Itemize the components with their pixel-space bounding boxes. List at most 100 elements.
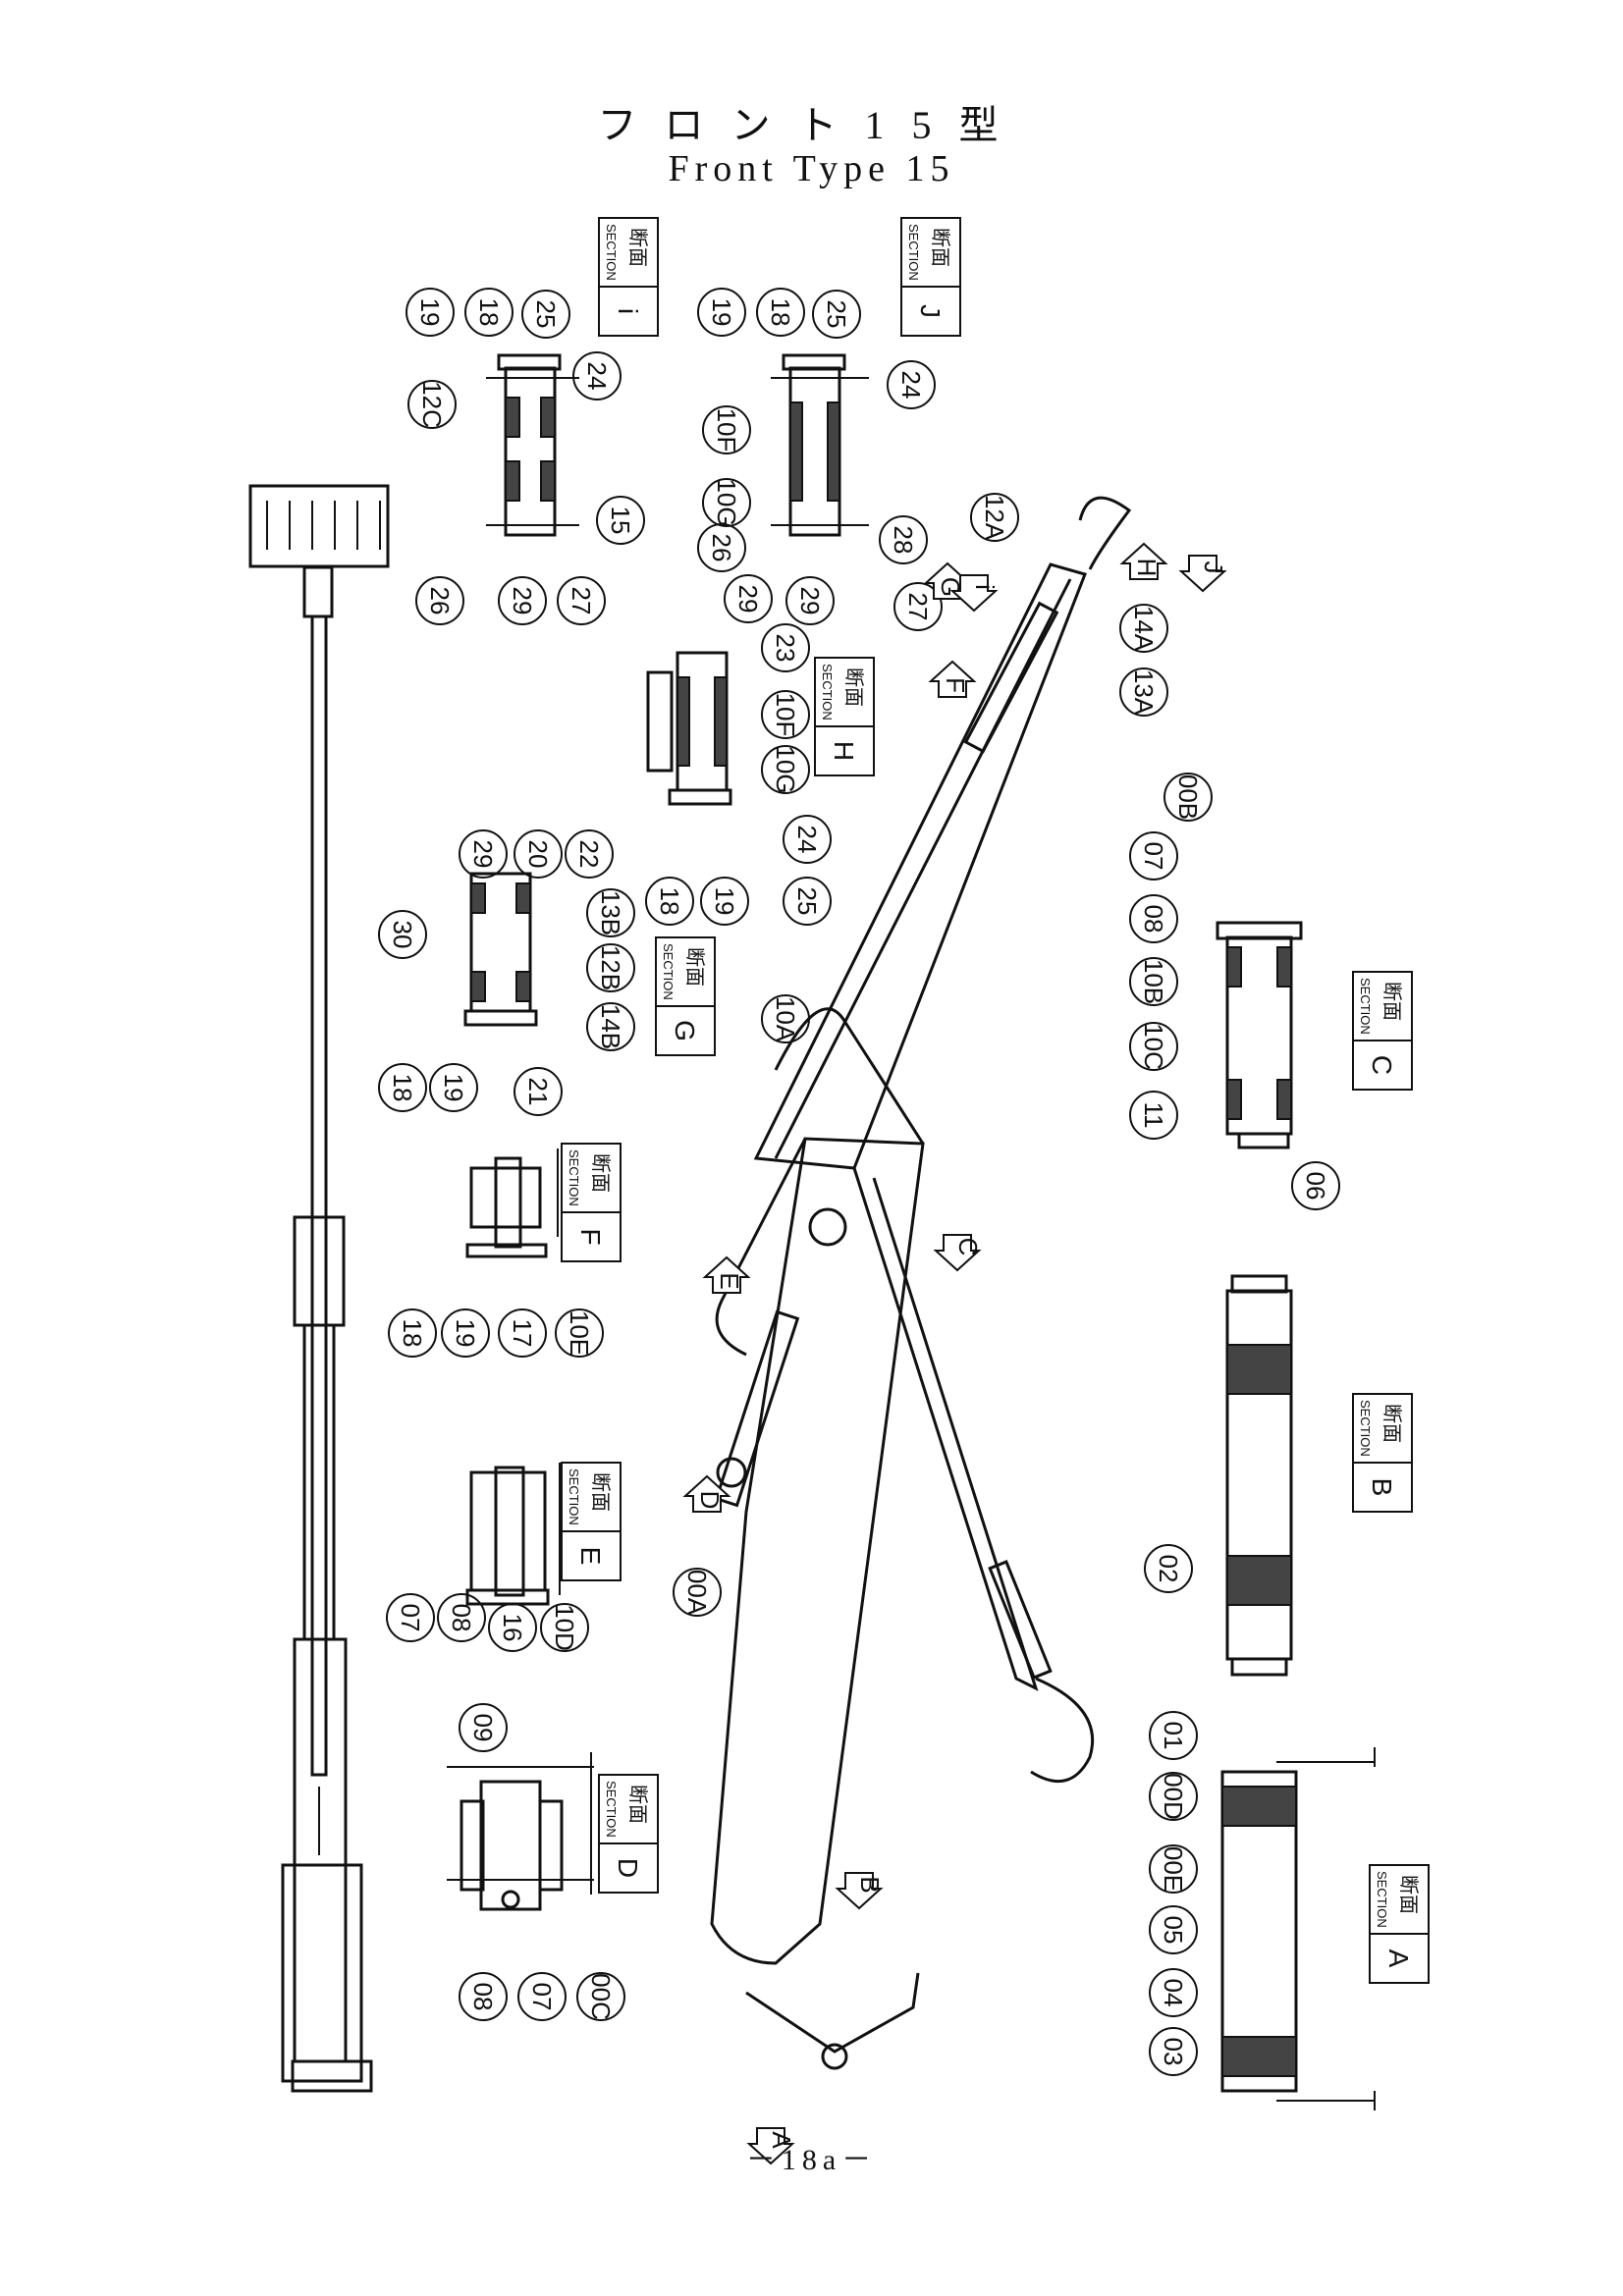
section-letter: E bbox=[575, 1547, 606, 1566]
view-arrow-i: i bbox=[949, 574, 1000, 613]
part-label-19: 19 bbox=[700, 877, 749, 926]
part-label-circle bbox=[761, 745, 810, 794]
section-letter: C bbox=[1367, 1055, 1397, 1075]
part-label-circle bbox=[514, 1067, 563, 1116]
part-label-11: 11 bbox=[1129, 1091, 1178, 1140]
part-label-10G: 10G bbox=[761, 745, 810, 794]
part-label-12C: 12C bbox=[407, 380, 457, 429]
machine-part-label-10A: 10A bbox=[761, 994, 810, 1043]
part-label-27: 27 bbox=[893, 582, 943, 631]
part-label-circle bbox=[756, 288, 805, 337]
part-label-circle bbox=[429, 1063, 478, 1112]
part-label-20: 20 bbox=[514, 829, 563, 879]
part-label-circle bbox=[785, 576, 835, 625]
part-label-27: 27 bbox=[557, 576, 606, 625]
part-label-18: 18 bbox=[388, 1308, 437, 1358]
arrow-shape bbox=[928, 660, 977, 698]
part-number: 19 bbox=[439, 1074, 468, 1102]
part-label-circle bbox=[812, 290, 861, 339]
section-letter: H bbox=[829, 741, 859, 761]
part-label-circle bbox=[407, 380, 457, 429]
part-label-circle bbox=[1144, 1544, 1193, 1593]
part-label-circle bbox=[498, 1308, 547, 1358]
part-label-25: 25 bbox=[812, 290, 861, 339]
view-arrow-E: E bbox=[702, 1255, 751, 1294]
part-label-circle bbox=[406, 288, 455, 337]
part-label-circle bbox=[1129, 831, 1178, 881]
section-letter: J bbox=[915, 304, 946, 318]
part-number: 09 bbox=[468, 1714, 498, 1742]
part-number: 08 bbox=[468, 1983, 498, 2011]
part-number: 10A bbox=[771, 996, 800, 1042]
part-number: 12A bbox=[980, 495, 1009, 541]
section-box-frame bbox=[561, 1462, 622, 1581]
part-number: 29 bbox=[733, 585, 763, 614]
part-label-circle bbox=[893, 582, 943, 631]
part-number: 00D bbox=[1159, 1773, 1188, 1820]
part-number: 14B bbox=[596, 1004, 625, 1049]
part-label-09: 09 bbox=[459, 1703, 508, 1752]
part-number: 01 bbox=[1159, 1722, 1188, 1750]
view-arrow-A: A bbox=[746, 2127, 796, 2165]
section-kanji: 断面 bbox=[929, 228, 951, 267]
machine-part-label-13A: 13A bbox=[1119, 667, 1168, 717]
part-number: 19 bbox=[710, 887, 739, 916]
part-number: 10B bbox=[1139, 959, 1168, 1004]
part-label-circle bbox=[645, 877, 694, 926]
section-box-frame bbox=[1369, 1864, 1430, 1984]
section-kanji: 断面 bbox=[1380, 1404, 1403, 1443]
part-label-13B: 13B bbox=[586, 888, 635, 937]
part-label-18: 18 bbox=[378, 1063, 427, 1112]
part-label-circle bbox=[1149, 1905, 1198, 1954]
part-number: 25 bbox=[822, 300, 851, 329]
part-label-circle bbox=[761, 994, 810, 1043]
part-label-circle bbox=[459, 1972, 508, 2021]
part-label-08: 08 bbox=[459, 1972, 508, 2021]
part-label-10B: 10B bbox=[1129, 957, 1178, 1006]
part-label-circle bbox=[441, 1308, 490, 1358]
part-label-circle bbox=[1129, 1022, 1178, 1071]
page-title-japanese: フロント15型 bbox=[597, 103, 1026, 147]
part-number: 04 bbox=[1159, 1979, 1188, 2007]
part-label-10E: 10E bbox=[555, 1308, 604, 1358]
part-label-circle bbox=[761, 690, 810, 739]
part-label-07: 07 bbox=[517, 1972, 567, 2021]
arrow-letter: A bbox=[767, 2131, 796, 2149]
section-a-graphic bbox=[1220, 1747, 1376, 2110]
part-number: 15 bbox=[606, 507, 635, 535]
part-label-circle bbox=[540, 1603, 589, 1652]
section-kanji: 断面 bbox=[1380, 982, 1403, 1021]
part-number: 07 bbox=[396, 1604, 425, 1632]
part-label-18: 18 bbox=[464, 288, 514, 337]
part-label-25: 25 bbox=[521, 290, 570, 339]
part-number: 19 bbox=[415, 298, 445, 327]
part-label-21: 21 bbox=[514, 1067, 563, 1116]
arrow-shape bbox=[702, 1255, 751, 1294]
section-kanji: 断面 bbox=[1397, 1875, 1420, 1914]
part-label-10D: 10D bbox=[540, 1603, 589, 1652]
section-word: SECTION bbox=[567, 1468, 581, 1525]
section-box-frame bbox=[655, 936, 716, 1056]
section-word: SECTION bbox=[1358, 1400, 1373, 1457]
arrow-letter: E bbox=[715, 1272, 744, 1289]
part-label-10F: 10F bbox=[761, 690, 810, 739]
part-label-26: 26 bbox=[415, 576, 464, 625]
part-label-circle bbox=[697, 523, 746, 572]
part-label-circle bbox=[761, 623, 810, 672]
part-label-circle bbox=[887, 360, 936, 409]
part-number: 21 bbox=[523, 1078, 553, 1106]
part-label-30: 30 bbox=[378, 910, 427, 959]
part-number: 00C bbox=[586, 1973, 616, 2020]
part-label-circle bbox=[1149, 1772, 1198, 1821]
section-kanji: 断面 bbox=[626, 1785, 649, 1824]
part-number: 27 bbox=[567, 587, 596, 615]
part-label-00C: 00C bbox=[576, 1972, 625, 2021]
